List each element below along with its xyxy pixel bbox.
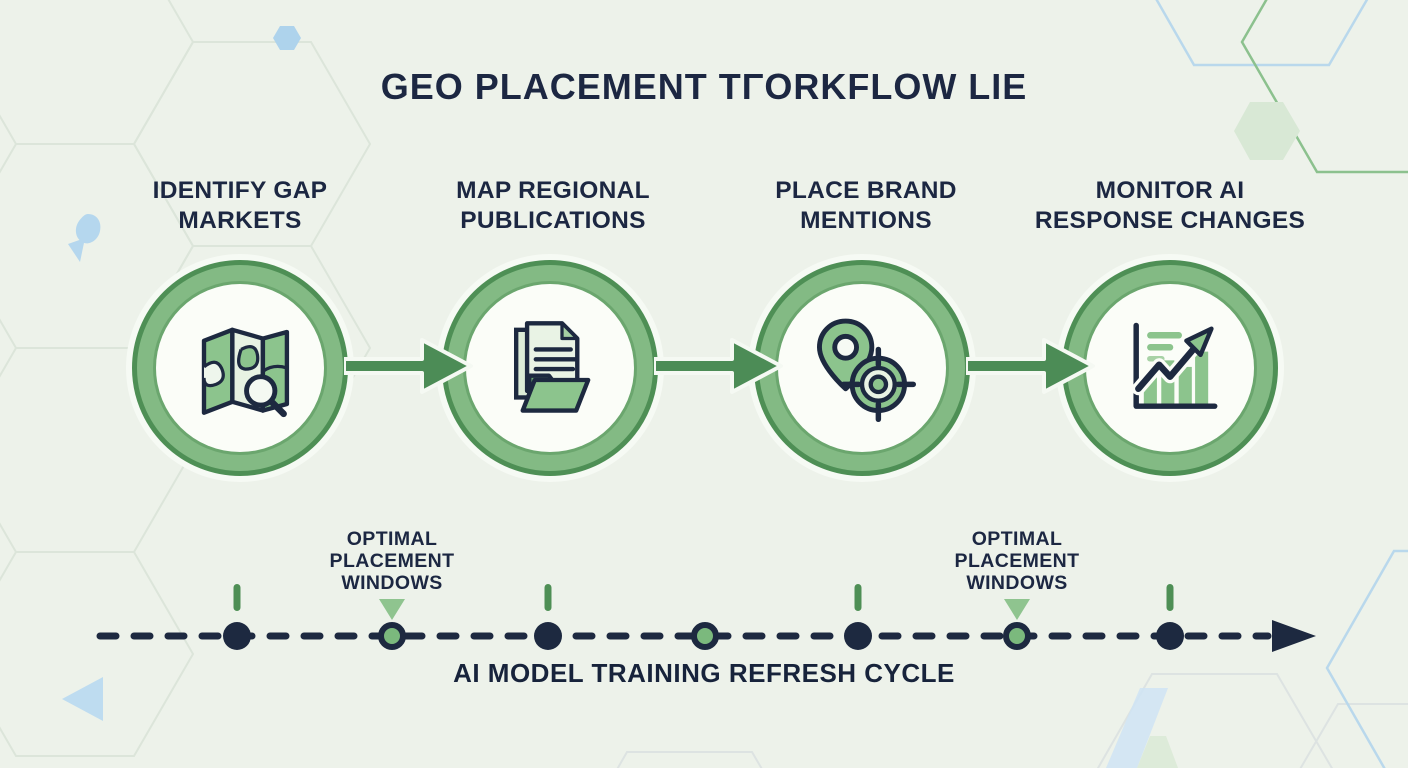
arrow-connector-3 — [966, 338, 1095, 394]
optimal-window-label: OPTIMAL PLACEMENT WINDOWS — [329, 528, 455, 594]
blue-hexagon-outline-top-right — [1155, 0, 1369, 67]
cycle-tick-marker — [854, 584, 862, 611]
cycle-tick-marker — [233, 584, 241, 611]
cycle-tick-marker — [544, 584, 552, 611]
location-target-icon — [817, 318, 916, 422]
timeline-arrowhead-icon — [1272, 620, 1316, 652]
cycle-tick-marker — [1166, 584, 1174, 611]
window-triangle-icon — [1004, 599, 1030, 620]
step-label-map-regional-publications: MAP REGIONAL PUBLICATIONS — [456, 177, 650, 234]
step-circle-place-brand-mentions — [754, 260, 970, 476]
window-dot — [378, 622, 406, 650]
step-circle-map-regional-publications — [442, 260, 658, 476]
optimal-window-label: OPTIMAL PLACEMENT WINDOWS — [954, 528, 1080, 594]
step-circle-inner — [778, 284, 946, 452]
map-magnifier-icon — [201, 327, 290, 418]
timeline-axis-label: AI MODEL TRAINING REFRESH CYCLE — [453, 658, 955, 688]
cycle-dot — [534, 622, 562, 650]
cycle-dot — [844, 622, 872, 650]
step-circle-inner — [156, 284, 324, 452]
step-circle-inner — [466, 284, 634, 452]
window-triangle-icon — [379, 599, 405, 620]
blue-drop-tail — [68, 238, 85, 262]
cycle-dot — [223, 622, 251, 650]
growth-chart-icon — [1131, 322, 1218, 409]
step-label-place-brand-mentions: PLACE BRAND MENTIONS — [775, 177, 957, 234]
window-dot — [691, 622, 719, 650]
documents-folder-icon — [514, 321, 591, 413]
timeline-section: AI MODEL TRAINING REFRESH CYCLE OPTIMAL … — [0, 520, 1408, 768]
blue-hexagon-fill-top-left — [273, 26, 301, 50]
step-circle-monitor-ai-response-changes — [1062, 260, 1278, 476]
green-hexagon-fill-top-right — [1234, 102, 1300, 160]
arrow-connector-1 — [344, 338, 473, 394]
cycle-dot — [1156, 622, 1184, 650]
timeline-axis — [96, 584, 1316, 652]
window-dot — [1003, 622, 1031, 650]
step-circle-identify-gap-markets — [132, 260, 348, 476]
arrow-connector-2 — [654, 338, 783, 394]
page-title: GEO PLACEMENT TΓORKFLOW LIE — [380, 66, 1028, 107]
step-label-identify-gap-markets: IDENTIFY GAP MARKETS — [152, 177, 328, 234]
step-label-monitor-ai-response-changes: MONITOR AI RESPONSE CHANGES — [1034, 177, 1306, 234]
step-circle-inner — [1086, 284, 1254, 452]
